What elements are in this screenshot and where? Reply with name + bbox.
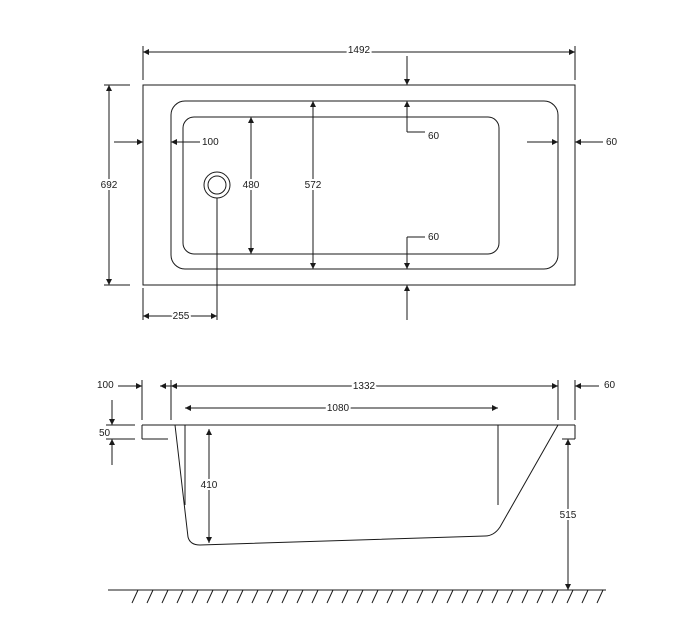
floor-hatching [131,589,604,604]
label-elev-rim-right: 60 [604,380,616,391]
label-plan-rim-top: 60 [428,131,440,142]
label-overall-height: 515 [560,510,577,521]
label-plan-rim-bottom: 60 [428,232,440,243]
label-waste-offset: 255 [173,311,190,322]
label-elev-rim-left: 100 [97,380,114,391]
elevation-bath-profile [174,424,559,546]
label-inner-width-top: 572 [305,180,322,191]
label-overall-length: 1492 [348,45,371,56]
plan-view: 1492 692 100 60 60 60 480 572 [99,43,618,324]
label-inner-length-top: 1332 [353,381,376,392]
label-inner-length-base: 1080 [327,403,350,414]
plan-inner-basin [170,100,559,270]
plan-basin-floor [182,116,500,255]
label-plan-rim-left: 100 [202,137,219,148]
label-bath-depth: 410 [201,480,218,491]
elevation-view: 100 1332 60 1080 50 410 515 [97,379,616,604]
label-rim-thickness: 50 [99,428,111,439]
waste-outlet-icon [203,171,231,199]
label-inner-width-base: 480 [243,180,260,191]
label-plan-rim-right: 60 [606,137,618,148]
plan-outer-rim [142,84,576,286]
label-overall-width: 692 [101,180,118,191]
